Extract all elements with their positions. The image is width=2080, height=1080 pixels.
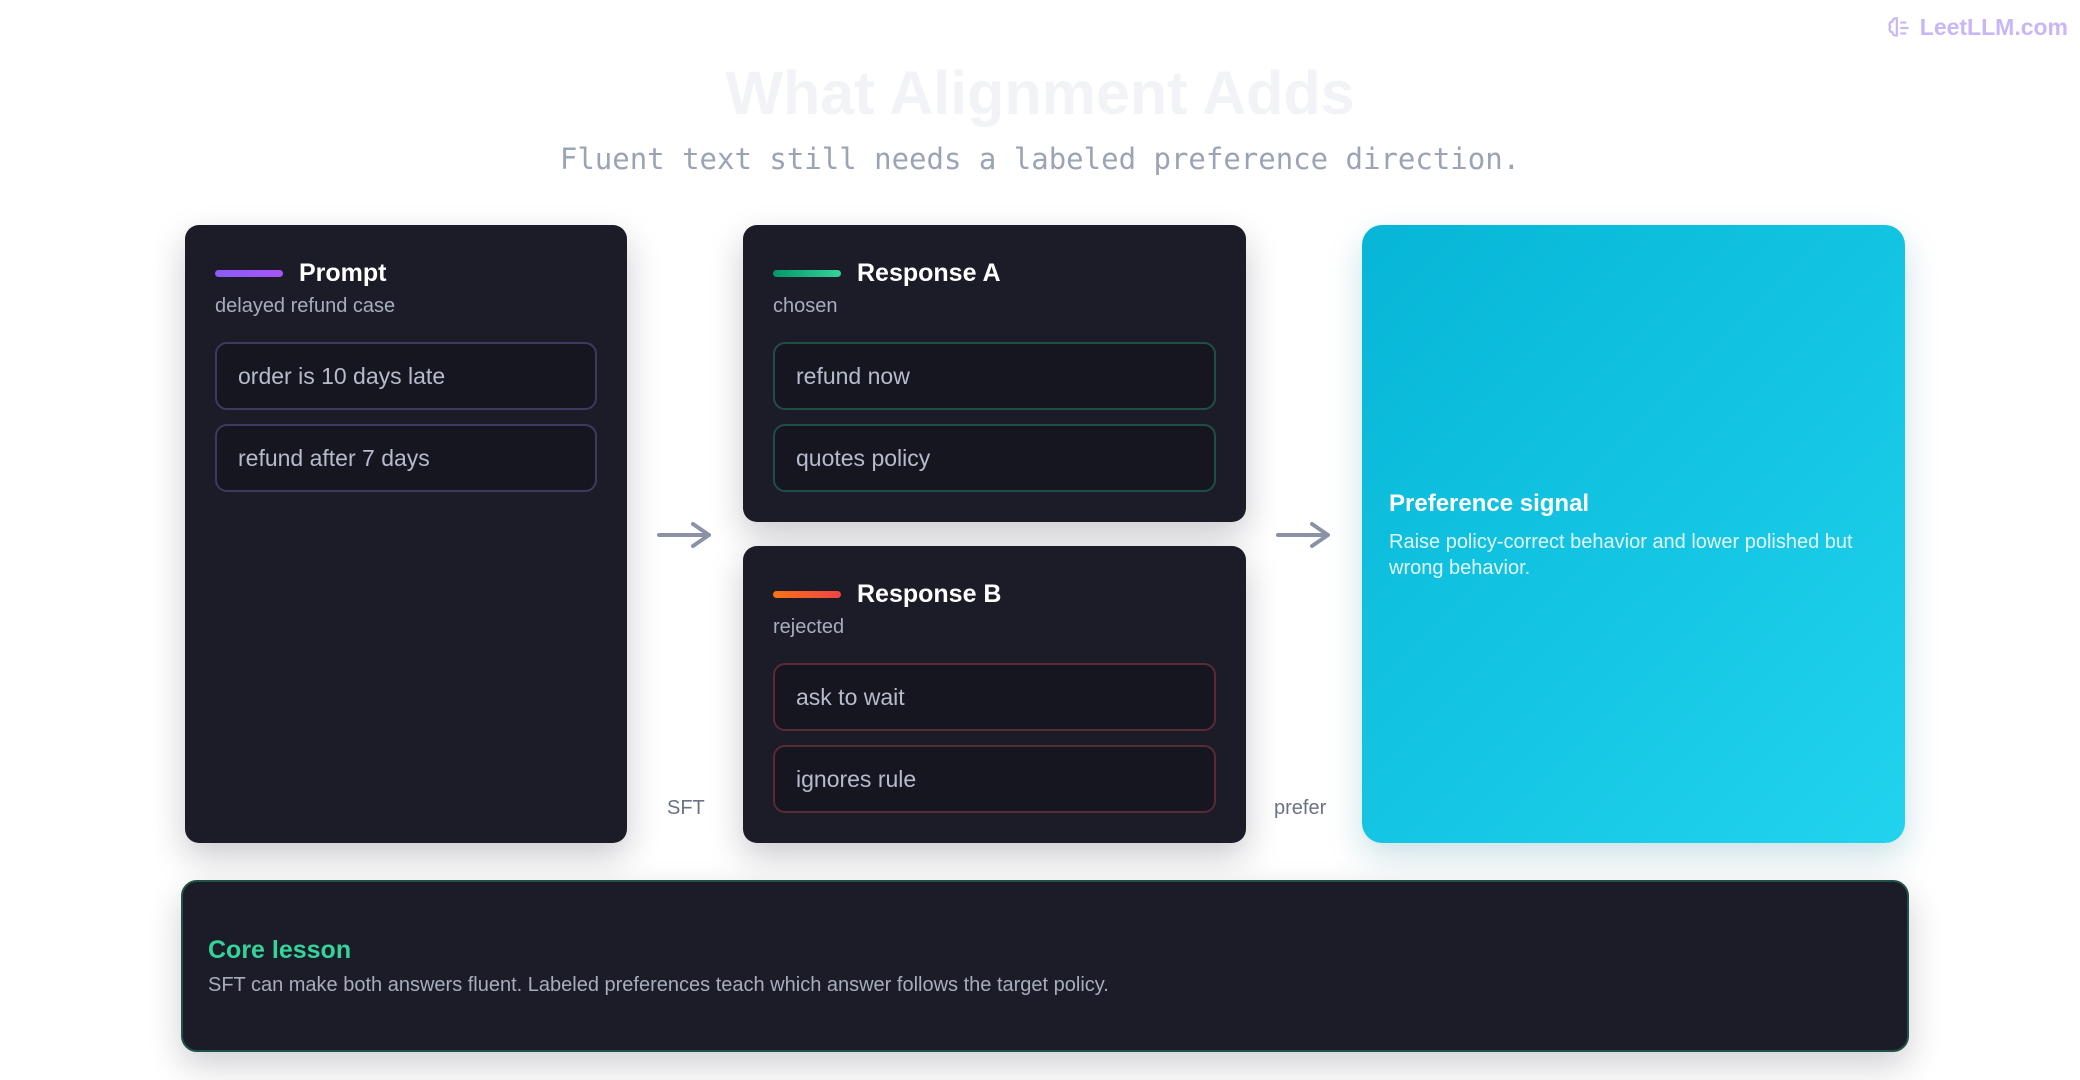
brand-text: LeetLLM.com — [1919, 14, 2068, 40]
brain-icon — [1888, 16, 1909, 37]
core-lesson-body: SFT can make both answers fluent. Labele… — [208, 974, 1109, 996]
prompt-card-header: Prompt — [215, 259, 387, 288]
response-a-subtitle: chosen — [773, 295, 838, 317]
prompt-card-subtitle: delayed refund case — [215, 295, 396, 317]
arrow-right-icon — [657, 522, 711, 548]
core-lesson-panel: Core lesson SFT can make both answers fl… — [181, 880, 1909, 1052]
response-b-card: Response B rejected ask to wait ignores … — [743, 546, 1246, 843]
response-a-title: Response A — [857, 259, 1001, 287]
response-b-subtitle: rejected — [773, 616, 845, 638]
preference-signal-card: Preference signal Raise policy-correct b… — [1362, 225, 1905, 843]
response-b-item: ignores rule — [773, 745, 1216, 813]
response-b-title: Response B — [857, 580, 1002, 608]
prompt-item: order is 10 days late — [215, 342, 597, 410]
response-a-item: refund now — [773, 342, 1216, 410]
prefer-label: prefer — [1274, 797, 1327, 819]
page-subtitle: Fluent text still needs a labeled prefer… — [559, 142, 1521, 176]
prompt-accent-bar — [215, 270, 283, 277]
page-title: What Alignment Adds — [725, 59, 1355, 127]
response-b-header: Response B — [773, 580, 1001, 609]
preference-signal-title: Preference signal — [1389, 490, 1590, 517]
prompt-card: Prompt delayed refund case order is 10 d… — [185, 225, 627, 843]
brand-link[interactable]: LeetLLM.com — [1886, 14, 2068, 41]
response-a-item: quotes policy — [773, 424, 1216, 492]
response-a-card: Response A chosen refund now quotes poli… — [743, 225, 1246, 522]
sft-label: SFT — [667, 797, 705, 819]
response-b-item: ask to wait — [773, 663, 1216, 731]
prompt-item: refund after 7 days — [215, 424, 597, 492]
response-a-header: Response A — [773, 259, 1001, 288]
core-lesson-title: Core lesson — [208, 936, 352, 964]
prompt-card-title: Prompt — [299, 259, 387, 287]
preference-signal-body: Raise policy-correct behavior and lower … — [1389, 531, 1853, 579]
arrow-right-icon — [1276, 522, 1330, 548]
response-b-accent-bar — [773, 591, 841, 598]
response-a-accent-bar — [773, 270, 841, 277]
